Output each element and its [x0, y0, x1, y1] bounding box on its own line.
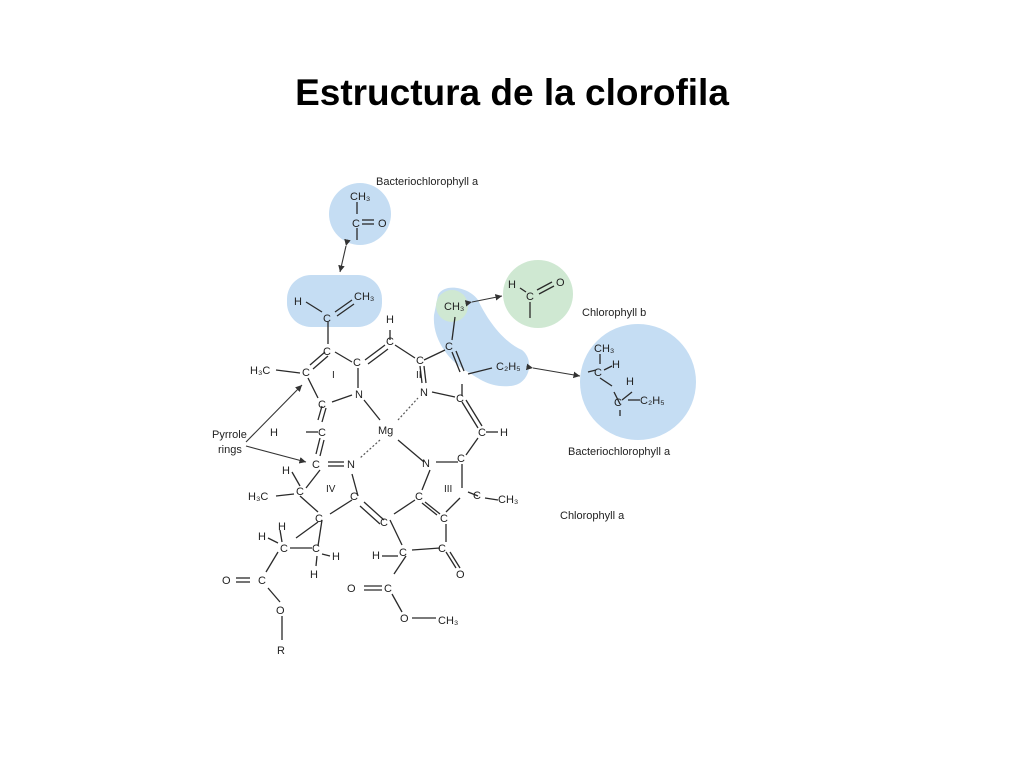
- svg-text:C: C: [415, 491, 423, 503]
- svg-text:C: C: [280, 543, 288, 555]
- svg-text:H: H: [278, 521, 286, 533]
- label-bacteriochlorophyll-top: Bacteriochlorophyll a: [376, 176, 479, 188]
- svg-text:C: C: [323, 313, 331, 325]
- slide-title: Estructura de la clorofila: [295, 72, 729, 113]
- ring-label-2: II: [416, 370, 422, 381]
- svg-text:H: H: [294, 296, 302, 308]
- svg-text:H: H: [282, 465, 290, 477]
- label-rings: rings: [218, 444, 242, 456]
- svg-text:H: H: [332, 551, 340, 563]
- svg-text:O: O: [456, 569, 465, 581]
- svg-text:H₃C: H₃C: [248, 491, 268, 503]
- svg-text:C: C: [318, 427, 326, 439]
- svg-text:O: O: [222, 575, 231, 587]
- svg-text:CH₃: CH₃: [594, 343, 614, 355]
- svg-text:N: N: [347, 459, 355, 471]
- svg-text:C: C: [457, 453, 465, 465]
- svg-text:H: H: [310, 569, 318, 581]
- svg-text:O: O: [400, 613, 409, 625]
- vinyl-highlight: [287, 275, 382, 327]
- svg-text:H: H: [612, 359, 620, 371]
- arrow-pyrrole-ring1: [245, 384, 303, 443]
- svg-text:H: H: [386, 314, 394, 326]
- svg-text:H: H: [270, 427, 278, 439]
- svg-text:O: O: [556, 277, 565, 289]
- svg-text:C: C: [456, 393, 464, 405]
- svg-text:CH₃: CH₃: [498, 494, 518, 506]
- chl-b-highlight: [503, 260, 573, 328]
- svg-text:C: C: [399, 547, 407, 559]
- bond-skeleton: [236, 202, 640, 640]
- svg-text:C: C: [350, 491, 358, 503]
- svg-text:C: C: [353, 357, 361, 369]
- svg-text:C: C: [526, 291, 534, 303]
- svg-text:C: C: [302, 367, 310, 379]
- svg-text:C: C: [440, 513, 448, 525]
- svg-text:C: C: [386, 336, 394, 348]
- svg-text:H: H: [500, 427, 508, 439]
- svg-text:C: C: [318, 399, 326, 411]
- svg-text:N: N: [422, 458, 430, 470]
- svg-text:O: O: [347, 583, 356, 595]
- label-chlorophyll-a: Chlorophyll a: [560, 510, 625, 522]
- svg-text:C: C: [438, 543, 446, 555]
- svg-text:C: C: [312, 459, 320, 471]
- svg-text:O: O: [378, 218, 387, 230]
- svg-text:R: R: [277, 645, 285, 657]
- svg-text:N: N: [420, 387, 428, 399]
- svg-text:H: H: [626, 376, 634, 388]
- svg-text:C: C: [473, 490, 481, 502]
- svg-text:H: H: [372, 550, 380, 562]
- svg-text:H: H: [508, 279, 516, 291]
- svg-text:CH₃: CH₃: [354, 291, 374, 303]
- svg-text:H₃C: H₃C: [250, 365, 270, 377]
- svg-text:CH₃: CH₃: [444, 301, 464, 313]
- svg-text:C: C: [258, 575, 266, 587]
- svg-text:C₂H₅: C₂H₅: [640, 395, 665, 407]
- label-chlorophyll-b: Chlorophyll b: [582, 307, 646, 319]
- svg-text:C: C: [478, 427, 486, 439]
- label-pyrrole: Pyrrole: [212, 429, 247, 441]
- svg-text:C: C: [384, 583, 392, 595]
- ring2-methyl-green-highlight: [436, 290, 468, 322]
- svg-text:C: C: [445, 341, 453, 353]
- svg-text:O: O: [276, 605, 285, 617]
- svg-text:C: C: [323, 346, 331, 358]
- svg-text:C: C: [614, 397, 622, 409]
- bchl-top-highlight: [329, 183, 391, 245]
- svg-text:H: H: [258, 531, 266, 543]
- svg-text:C: C: [352, 218, 360, 230]
- ring-label-4: IV: [326, 484, 336, 495]
- arrow-pyrrole-ring4: [245, 445, 307, 464]
- svg-text:C: C: [315, 513, 323, 525]
- svg-text:C: C: [312, 543, 320, 555]
- svg-text:C₂H₅: C₂H₅: [496, 361, 521, 373]
- atom-labels: CH₃ C O H C CH₃ C H₃C C C N C H C H C C …: [222, 191, 665, 657]
- arrow-ethyl-to-bchl: [525, 363, 581, 379]
- svg-text:CH₃: CH₃: [350, 191, 370, 203]
- svg-text:C: C: [296, 486, 304, 498]
- arrow-vinyl-to-bchl: [338, 238, 351, 273]
- ring-label-1: I: [332, 370, 335, 381]
- magnesium-atom: Mg: [378, 425, 393, 437]
- ring-label-3: III: [444, 484, 452, 495]
- label-bacteriochlorophyll-right: Bacteriochlorophyll a: [568, 446, 671, 458]
- bchl-right-highlight: [580, 324, 696, 440]
- svg-text:C: C: [416, 355, 424, 367]
- svg-text:C: C: [594, 367, 602, 379]
- svg-text:CH₃: CH₃: [438, 615, 458, 627]
- svg-text:C: C: [380, 517, 388, 529]
- svg-text:N: N: [355, 389, 363, 401]
- arrow-methyl-to-chl-b: [464, 294, 503, 307]
